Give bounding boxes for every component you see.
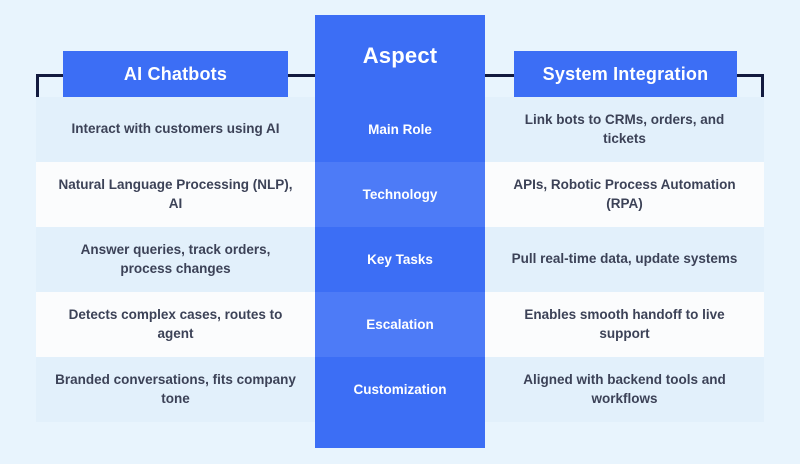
column-header-aspect: Aspect	[315, 15, 485, 97]
table-cell: Natural Language Processing (NLP), AI	[36, 162, 315, 227]
frame-connector-left-center	[287, 74, 316, 77]
aspect-label: Customization	[315, 357, 485, 422]
frame-top-segment-left	[36, 74, 64, 77]
table-cell: Interact with customers using AI	[36, 97, 315, 162]
table-cell: Aligned with backend tools and workflows	[485, 357, 764, 422]
column-aspect: Aspect Main Role Technology Key Tasks Es…	[315, 15, 485, 448]
frame-top-segment-right	[736, 74, 764, 77]
table-cell: APIs, Robotic Process Automation (RPA)	[485, 162, 764, 227]
aspect-label: Key Tasks	[315, 227, 485, 292]
column-header-label: AI Chatbots	[123, 63, 228, 84]
table-cell: Answer queries, track orders, process ch…	[36, 227, 315, 292]
table-cell: Branded conversations, fits company tone	[36, 357, 315, 422]
aspect-label: Technology	[315, 162, 485, 227]
table-cell: Link bots to CRMs, orders, and tickets	[485, 97, 764, 162]
column-header-label: Aspect	[362, 43, 438, 68]
aspect-label: Escalation	[315, 292, 485, 357]
column-header-system-integration: System Integration	[514, 51, 737, 97]
column-header-ai-chatbots: AI Chatbots	[63, 51, 288, 97]
aspect-column-footer	[315, 422, 485, 448]
table-cell: Detects complex cases, routes to agent	[36, 292, 315, 357]
frame-connector-center-right	[485, 74, 514, 77]
table-cell: Enables smooth handoff to live support	[485, 292, 764, 357]
column-header-label: System Integration	[542, 63, 709, 84]
aspect-label: Main Role	[315, 97, 485, 162]
column-ai-chatbots: Interact with customers using AI Natural…	[36, 97, 315, 422]
table-cell: Pull real-time data, update systems	[485, 227, 764, 292]
column-system-integration: Link bots to CRMs, orders, and tickets A…	[485, 97, 764, 422]
